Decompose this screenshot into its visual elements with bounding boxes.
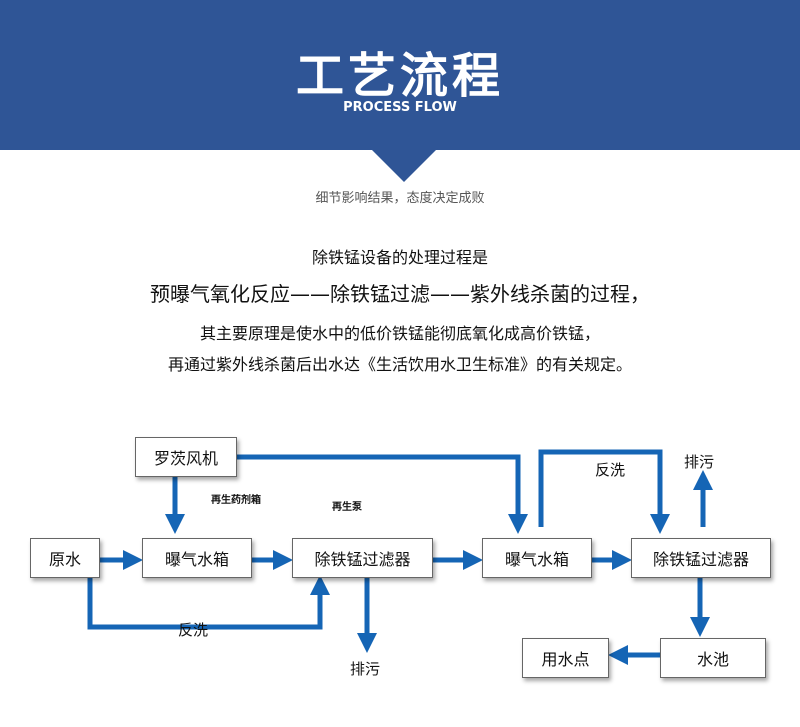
node-filter-1: 除铁锰过滤器 [292,538,433,578]
header-banner: 工艺流程 PROCESS FLOW [0,0,800,150]
arrow-backwash-1 [87,574,330,630]
label-regen-tank: 再生药剂箱 [211,495,261,506]
label-backwash-1: 反洗 [178,621,209,639]
node-water-pool: 水池 [660,638,766,678]
label-regen-pump: 再生泵 [332,502,362,513]
slogan: 细节影响结果，态度决定成败 [315,191,485,206]
label-discharge-2: 排污 [684,453,715,471]
banner-notch [370,148,438,182]
intro-line-4: 再通过紫外线杀菌后出水达《生活饮用水卫生标准》的有关规定。 [167,355,632,374]
node-aeration-tank-1: 曝气水箱 [142,538,252,578]
node-aeration-tank-2: 曝气水箱 [482,538,592,578]
node-raw-water: 原水 [30,538,100,578]
intro-line-1: 除铁锰设备的处理过程是 [311,248,488,267]
arrow-backwash-2 [538,449,670,535]
page-subtitle: PROCESS FLOW [343,100,457,115]
arrow-blower-to-tank2 [237,454,528,535]
label-discharge-1: 排污 [350,660,381,678]
node-blower: 罗茨风机 [135,437,237,477]
page-title: 工艺流程 [295,48,504,104]
node-filter-2: 除铁锰过滤器 [631,538,771,578]
label-backwash-2: 反洗 [595,461,626,479]
intro-line-3: 其主要原理是使水中的低价铁锰能彻底氧化成高价铁锰， [199,324,600,343]
node-use-point: 用水点 [522,638,609,678]
intro-line-2: 预曝气氧化反应——除铁锰过滤——紫外线杀菌的过程， [150,282,650,306]
